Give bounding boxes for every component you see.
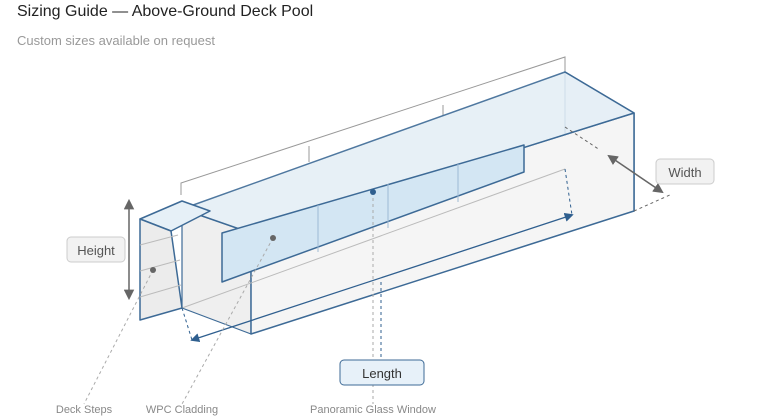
glass-window-label: Panoramic Glass Window bbox=[310, 404, 436, 416]
width-label: Width bbox=[668, 165, 701, 180]
deck-steps-label: Deck Steps bbox=[56, 404, 113, 416]
deck-steps-dot bbox=[150, 267, 156, 273]
width-arrow bbox=[607, 154, 664, 194]
page-title: Sizing Guide — Above-Ground Deck Pool bbox=[17, 3, 314, 20]
pool-body bbox=[181, 71, 635, 335]
height-badge: Height bbox=[66, 236, 126, 263]
wpc-cladding-dot bbox=[270, 235, 276, 241]
glass-window-dot bbox=[370, 189, 376, 195]
page-subtitle: Custom sizes available on request bbox=[17, 33, 215, 48]
height-label: Height bbox=[77, 243, 115, 258]
wpc-cladding-label: WPC Cladding bbox=[146, 404, 218, 416]
length-badge: Length bbox=[339, 359, 425, 386]
width-badge: Width bbox=[655, 158, 715, 185]
deck-steps bbox=[139, 200, 211, 321]
length-arrow bbox=[190, 212, 574, 343]
length-label: Length bbox=[362, 366, 402, 381]
